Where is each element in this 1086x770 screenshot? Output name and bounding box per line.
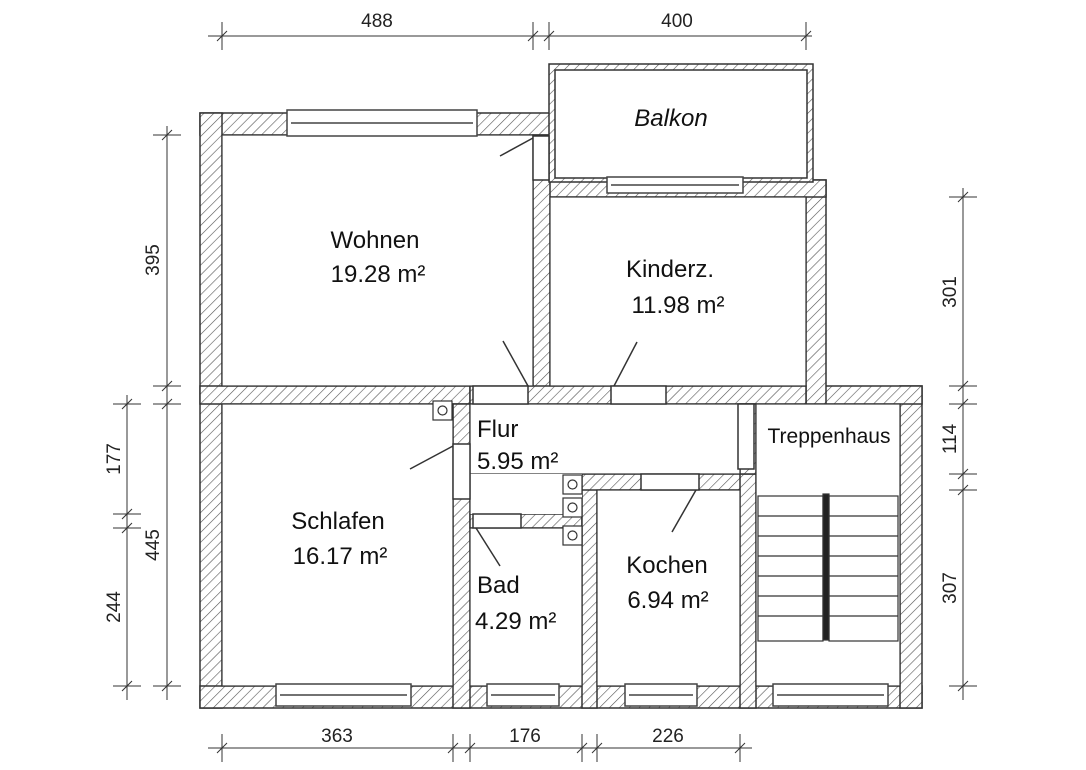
wall-mid-horizontal: [199, 385, 471, 405]
wall-left: [199, 112, 223, 709]
balcony-inner: [554, 69, 808, 179]
room-kinderz: [549, 196, 807, 387]
wall-bad-right: [581, 473, 598, 709]
dim-left-inner-2: 244: [104, 591, 125, 623]
label-wohnen-name: Wohnen: [331, 227, 420, 254]
dim-right-1: 301: [940, 276, 961, 308]
room-bad: [469, 527, 583, 687]
label-kochen-area: 6.94 m²: [627, 587, 708, 614]
stair-handrail: [822, 493, 830, 641]
dimension-lines: [113, 22, 977, 762]
dim-bottom-2: 176: [509, 726, 541, 747]
room-kochen: [596, 489, 741, 687]
dim-bottom-3: 226: [652, 726, 684, 747]
door-schlafen: [452, 443, 471, 500]
dim-right-2: 114: [940, 423, 961, 454]
label-kinderz-area: 11.98 m²: [632, 292, 725, 319]
stair-right-flight: [828, 495, 899, 642]
dim-top-2: 400: [661, 11, 693, 32]
door-wohnen: [472, 385, 529, 405]
doors: [409, 135, 755, 567]
door-kinderz: [610, 385, 667, 405]
label-schlafen-area: 16.17 m²: [293, 543, 388, 570]
label-bad-name: Bad: [477, 572, 520, 599]
label-kochen-name: Kochen: [626, 552, 707, 579]
dim-bottom-1: 363: [321, 726, 353, 747]
dim-right-3: 307: [940, 572, 961, 604]
dim-top-1: 488: [361, 11, 393, 32]
wall-kochen-right: [739, 473, 757, 709]
room-wohnen: [221, 134, 534, 387]
room-schlafen: [221, 403, 454, 687]
label-treppenhaus: Treppenhaus: [768, 425, 891, 448]
door-treppenhaus: [737, 403, 755, 470]
door-balkon: [532, 135, 550, 181]
dim-left-outer-1: 395: [143, 244, 164, 276]
label-schlafen-name: Schlafen: [291, 508, 384, 535]
dimension-labels: 488 400 363 176 226 395 445 177 244 301 …: [104, 11, 961, 747]
stair-left-flight: [757, 495, 824, 642]
door-bad: [472, 513, 522, 529]
label-balkon: Balkon: [634, 105, 707, 132]
windows: [275, 109, 889, 707]
staircase: [757, 493, 899, 642]
wall-right-kinder: [805, 179, 827, 405]
label-bad-area: 4.29 m²: [475, 608, 556, 635]
label-wohnen-area: 19.28 m²: [331, 261, 426, 288]
label-flur-name: Flur: [477, 416, 518, 443]
room-labels: Balkon Wohnen 19.28 m² Kinderz. 11.98 m²…: [291, 105, 890, 635]
door-kochen: [640, 473, 700, 491]
wall-right-lower: [899, 385, 923, 709]
label-kinderz-name: Kinderz.: [626, 256, 714, 283]
dim-left-outer-2: 445: [143, 529, 164, 561]
label-flur-area: 5.95 m²: [477, 448, 558, 475]
room-flur: [469, 403, 741, 475]
shafts: [432, 400, 583, 546]
dim-left-inner-1: 177: [104, 443, 125, 475]
